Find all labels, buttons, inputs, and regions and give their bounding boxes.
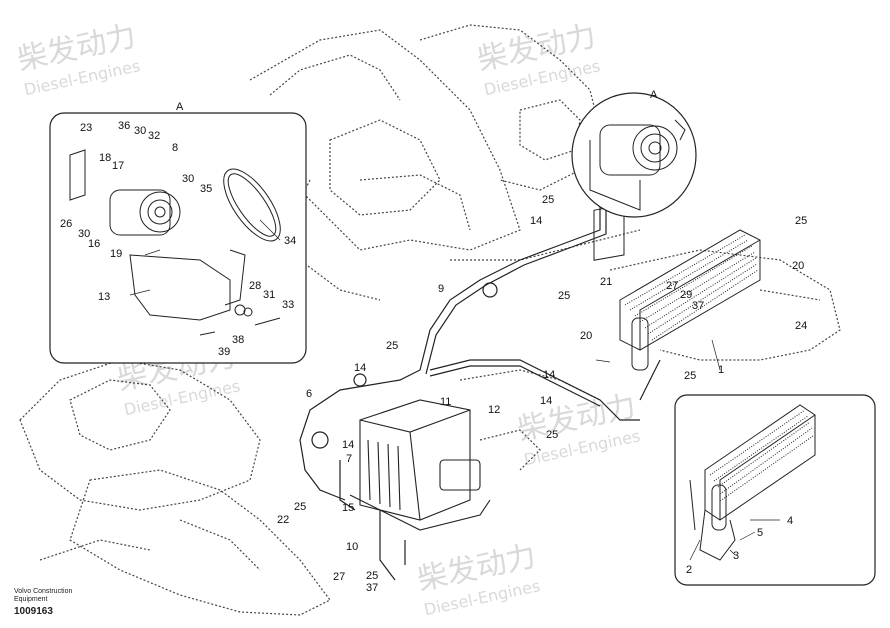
part-number-label: 27 <box>666 280 678 292</box>
part-number-label: 38 <box>232 334 244 346</box>
part-number-label: 1 <box>718 364 724 376</box>
part-number-label: 30 <box>134 125 146 137</box>
part-number-label: 37 <box>692 300 704 312</box>
part-number-label: 14 <box>530 215 542 227</box>
part-number-label: 25 <box>558 290 570 302</box>
part-number-label: 33 <box>282 299 294 311</box>
inset-title: A <box>176 101 184 113</box>
part-number-label: 26 <box>60 218 72 230</box>
hose-lines <box>299 200 661 581</box>
part-number-label: 3 <box>733 550 739 562</box>
part-number-label: 25 <box>366 570 378 582</box>
part-number-label: 21 <box>600 276 612 288</box>
part-number-label: 25 <box>386 340 398 352</box>
detail-inset-1 <box>674 394 876 586</box>
part-number-label: 14 <box>354 362 366 374</box>
part-number-label: 39 <box>218 346 230 358</box>
part-number-label: 13 <box>98 291 110 303</box>
part-number-label: 14 <box>540 395 552 407</box>
part-number-label: 20 <box>580 330 592 342</box>
part-number-label: 25 <box>684 370 696 382</box>
part-number-label: 24 <box>795 320 807 332</box>
brand-line-1: Volvo Construction <box>14 588 73 595</box>
part-number-label: 25 <box>542 194 554 206</box>
part-number-label: 18 <box>99 152 111 164</box>
condenser-main <box>593 204 761 371</box>
part-number-label: 15 <box>342 502 354 514</box>
part-number-label: 12 <box>488 404 500 416</box>
part-number-label: 25 <box>294 501 306 513</box>
part-number-label: 29 <box>680 289 692 301</box>
part-number-label: 19 <box>110 248 122 260</box>
drawing-number: 1009163 <box>14 606 53 617</box>
part-number-label: 7 <box>346 453 352 465</box>
part-number-label: 10 <box>346 541 358 553</box>
brand-line-2: Equipment <box>14 596 48 603</box>
part-number-label: 17 <box>112 160 124 172</box>
part-number-label: 34 <box>284 235 296 247</box>
part-number-label: 30 <box>182 173 194 185</box>
part-number-label: 31 <box>263 289 275 301</box>
part-number-label: 37 <box>366 582 378 594</box>
part-number-label: 30 <box>78 228 90 240</box>
leader-lines <box>129 219 780 561</box>
part-number-label: 25 <box>546 429 558 441</box>
part-number-label: 11 <box>440 396 451 408</box>
callout-label: A <box>650 89 658 101</box>
part-number-label: 2 <box>686 564 692 576</box>
footer: Volvo Construction Equipment 1009163 <box>14 588 72 617</box>
part-number-label: 16 <box>88 238 100 250</box>
part-number-label: 4 <box>787 515 793 527</box>
part-number-label: 25 <box>795 215 807 227</box>
part-number-label: 35 <box>200 183 212 195</box>
part-number-label: 6 <box>306 388 312 400</box>
part-number-label: 20 <box>792 260 804 272</box>
part-number-label: 9 <box>438 283 444 295</box>
part-number-label: 28 <box>249 280 261 292</box>
part-number-label: 22 <box>277 514 289 526</box>
ac-unit <box>349 399 491 531</box>
detail-inset-a: A <box>49 101 307 364</box>
part-number-label: 5 <box>757 527 763 539</box>
detail-callout-circle: A <box>571 89 697 218</box>
part-number-label: 36 <box>118 120 130 132</box>
part-number-label: 14 <box>342 439 354 451</box>
part-number-label: 23 <box>80 122 92 134</box>
part-number-label: 27 <box>333 571 345 583</box>
part-number-label: 14 <box>543 369 555 381</box>
part-number-label: 8 <box>172 142 178 154</box>
part-number-label: 32 <box>148 130 160 142</box>
